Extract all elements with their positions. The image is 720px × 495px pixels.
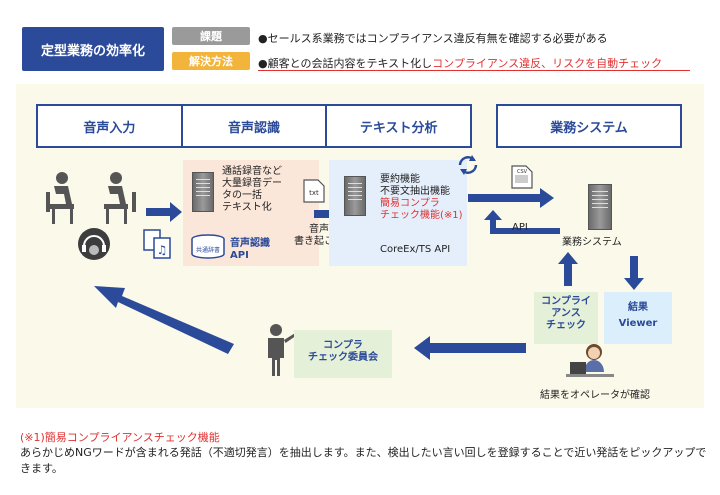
solution-text-plain: ●顧客との会話内容をテキスト化し <box>258 57 433 70</box>
issue-text: ●セールス系業務ではコンプライアンス違反有無を確認する必要がある <box>258 32 608 45</box>
viewer-box: 結果 Viewer <box>604 292 672 344</box>
dictionary-db-icon: 共通辞書 <box>191 234 225 259</box>
refresh-icon <box>458 155 478 175</box>
csv-file-icon: CSV <box>511 165 533 189</box>
stage-header-group: 音声入力 音声認識 テキスト分析 <box>36 104 472 148</box>
compliance-check-line: チェック <box>546 320 586 331</box>
transcription-line: 音声 <box>309 224 329 235</box>
transcription-line: 書き起こし <box>294 236 344 247</box>
compliance-check-box: コンプライ アンス チェック <box>534 292 598 344</box>
footnote-title: (※1)簡易コンプライアンスチェック機能 <box>20 431 220 444</box>
stage-voice-recognition: 音声認識 <box>180 106 326 146</box>
committee-line: コンプラ <box>323 340 363 351</box>
arrow-check-to-committee <box>414 336 526 360</box>
recognition-line: テキスト化 <box>222 202 272 213</box>
analysis-line: 要約機能 <box>380 174 420 185</box>
arrow-check-to-system <box>558 252 578 286</box>
recognition-description: 通話録音など 大量録音デー タの一括 テキスト化 <box>222 166 282 214</box>
analysis-red-line: 簡易コンプラ <box>380 198 440 209</box>
viewer-line: 結果 <box>628 302 648 313</box>
call-center-staff-icon <box>46 172 136 224</box>
csv-file-label: CSV <box>517 169 528 175</box>
arrow-system-to-analysis <box>484 210 560 234</box>
presenter-icon <box>268 324 302 376</box>
recognition-line: 通話録音など <box>222 166 282 177</box>
solution-text-highlight: コンプライアンス違反、リスクを自動チェック <box>432 57 663 70</box>
arrow-analysis-to-system <box>468 188 554 208</box>
stage-business-system: 業務システム <box>496 104 682 148</box>
solution-text: ●顧客との会話内容をテキスト化しコンプライアンス違反、リスクを自動チェック <box>258 55 662 71</box>
operator-caption: 結果をオペレータが確認 <box>540 390 650 401</box>
viewer-line: Viewer <box>618 318 658 329</box>
headset-icon <box>78 228 110 260</box>
recognition-server-icon <box>192 172 214 212</box>
recognition-api-label: 音声認識 API <box>230 238 270 262</box>
recognition-api-line: 音声認識 <box>230 238 270 249</box>
transcription-label: 音声 書き起こし <box>284 224 354 248</box>
stage-voice-input: 音声入力 <box>83 120 136 136</box>
committee-line: チェック委員会 <box>308 352 378 363</box>
api-return-label: API <box>512 222 528 233</box>
arrow-committee-to-input <box>94 286 234 354</box>
recognition-line: タの一括 <box>222 190 262 201</box>
recognition-line: 大量録音デー <box>222 178 282 189</box>
solution-underline <box>258 70 690 71</box>
page-title: 定型業務の効率化 <box>22 27 164 71</box>
solution-tag: 解決方法 <box>172 52 250 70</box>
audio-files-icon: ♫ <box>143 229 171 259</box>
arrow-system-to-viewer <box>624 256 644 290</box>
recognition-api-line: API <box>230 250 249 261</box>
text-file-icon: txt <box>303 179 325 203</box>
dictionary-db-label: 共通辞書 <box>196 246 220 254</box>
svg-text:♫: ♫ <box>157 243 168 257</box>
analysis-description: 要約機能 不要文抽出機能 簡易コンプラ チェック機能(※1) <box>380 174 463 222</box>
business-system-label: 業務システム <box>562 237 622 248</box>
text-file-label: txt <box>309 189 319 197</box>
analysis-red-line: チェック機能(※1) <box>380 210 463 221</box>
analysis-api-label: CoreEx/TS API <box>380 244 451 255</box>
analysis-server-icon <box>344 176 366 216</box>
analysis-line: 不要文抽出機能 <box>380 186 450 197</box>
footnote-body: あらかじめNGワードが含まれる発話（不適切発言）を抽出します。また、検出したい言… <box>20 446 707 475</box>
stage-text-analysis: テキスト分析 <box>325 106 470 146</box>
committee-box: コンプラ チェック委員会 <box>294 330 392 378</box>
arrow-input-to-recognition <box>146 202 182 222</box>
compliance-check-line: アンス <box>551 308 581 319</box>
issue-tag: 課題 <box>172 27 250 45</box>
compliance-check-line: コンプライ <box>541 296 591 307</box>
operator-icon <box>566 344 614 377</box>
business-system-server-icon <box>588 184 612 230</box>
